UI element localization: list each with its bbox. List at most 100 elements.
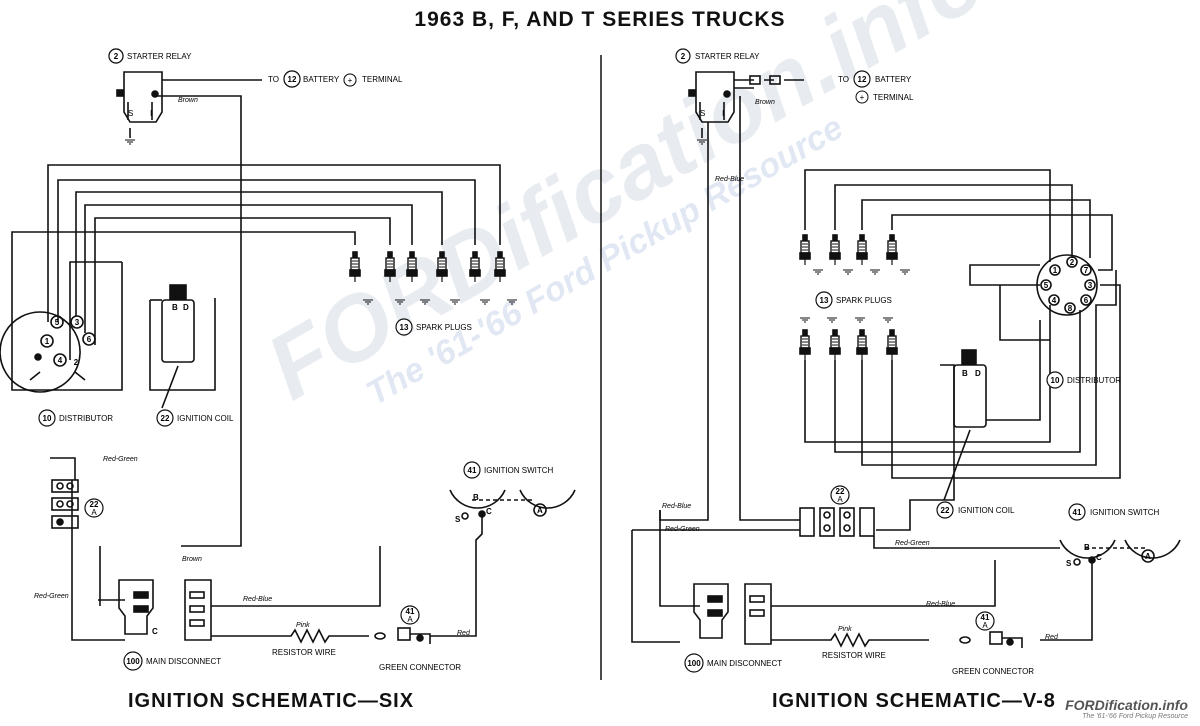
right-conn22a-sub: A — [837, 495, 843, 504]
right-coil-label: IGNITION COIL — [958, 506, 1015, 515]
left-red-green-left: Red-Green — [34, 593, 69, 600]
right-switch-c: C — [1096, 553, 1102, 562]
right-battery-num: 12 — [858, 75, 867, 84]
left-main-disconnect — [118, 579, 212, 641]
right-switch-label: IGNITION SWITCH — [1090, 508, 1160, 517]
corner-logo-main: FORDification.info — [1065, 697, 1188, 713]
left-green-conn-sub: A — [407, 615, 413, 624]
right-conn22a-num: 22 — [836, 487, 845, 496]
left-spark-plugs-num: 13 — [400, 323, 409, 332]
left-battery-label: BATTERY — [303, 75, 340, 84]
left-conn22a-sub: A — [91, 508, 97, 517]
right-green-conn-label: GREEN CONNECTOR — [952, 667, 1034, 676]
right-pink: Pink — [838, 626, 852, 633]
right-red: Red — [1045, 634, 1059, 641]
left-red-green-top: Red-Green — [103, 456, 138, 463]
right-starter-relay — [688, 71, 735, 145]
left-distributor-label: DISTRIBUTOR — [59, 414, 113, 423]
right-relay-s: S — [700, 109, 705, 118]
left-spark-plugs-label: SPARK PLUGS — [416, 323, 472, 332]
left-battery-plus: + — [348, 76, 353, 85]
right-schematic-title: IGNITION SCHEMATIC—V-8 — [772, 690, 1056, 712]
right-ignition-coil — [953, 349, 987, 428]
right-dist-t1: 1 — [1053, 266, 1058, 275]
right-dist-t2: 2 — [1070, 258, 1075, 267]
right-red-blue: Red-Blue — [662, 503, 691, 510]
right-switch-s: S — [1066, 559, 1072, 568]
corner-logo-sub: The '61-'66 Ford Pickup Resource — [1082, 713, 1188, 720]
page-title: 1963 B, F, AND T SERIES TRUCKS — [414, 8, 786, 31]
left-disconnect-label: MAIN DISCONNECT — [146, 657, 221, 666]
left-coil-d: D — [183, 303, 189, 312]
left-dist-t3: 3 — [75, 318, 80, 327]
right-red-blue2: Red-Blue — [926, 601, 955, 608]
left-red: Red — [457, 630, 471, 637]
right-connector-22a — [799, 507, 875, 537]
left-switch-label: IGNITION SWITCH — [484, 466, 554, 475]
left-pink: Pink — [296, 622, 310, 629]
right-starter-relay-label: STARTER RELAY — [695, 52, 760, 61]
right-dist-t4: 4 — [1052, 296, 1057, 305]
right-dist-t7: 7 — [1084, 266, 1089, 275]
left-labels: 2 STARTER RELAY S I TO 12 BATTERY + TERM… — [34, 48, 554, 672]
right-coil-d: D — [975, 369, 981, 378]
right-green-connector — [959, 631, 1023, 648]
left-disconnect-num: 100 — [126, 657, 140, 666]
right-starter-relay-num: 2 — [681, 52, 686, 61]
right-battery-label: BATTERY — [875, 75, 912, 84]
right-spark-plugs-num: 13 — [820, 296, 829, 305]
right-battery-terminal: TERMINAL — [873, 93, 914, 102]
left-red-blue: Red-Blue — [243, 596, 272, 603]
left-green-conn-label: GREEN CONNECTOR — [379, 663, 461, 672]
right-switch-num: 41 — [1073, 508, 1082, 517]
left-dist-t2: 2 — [74, 358, 79, 367]
left-dist-t6: 6 — [87, 335, 92, 344]
left-disconnect-c: C — [152, 627, 158, 636]
right-battery-plus: + — [860, 93, 865, 102]
right-relay-i: I — [722, 109, 724, 118]
left-resistor-label: RESISTOR WIRE — [272, 648, 336, 657]
left-distributor — [0, 311, 96, 393]
left-switch-num: 41 — [468, 466, 477, 475]
left-dist-t5: 5 — [55, 318, 60, 327]
right-switch-a: A — [1145, 552, 1151, 561]
right-resistor-label: RESISTOR WIRE — [822, 651, 886, 660]
right-disconnect-label: MAIN DISCONNECT — [707, 659, 782, 668]
right-main-disconnect — [693, 583, 772, 645]
right-distributor-label: DISTRIBUTOR — [1067, 376, 1121, 385]
left-relay-i: I — [150, 109, 152, 118]
right-distributor-num: 10 — [1051, 376, 1060, 385]
left-switch-s: S — [455, 515, 461, 524]
left-dist-t4: 4 — [58, 356, 63, 365]
left-relay-s: S — [128, 109, 133, 118]
right-coil-b: B — [962, 369, 968, 378]
left-conn22a-num: 22 — [90, 500, 99, 509]
left-schematic — [0, 48, 576, 644]
right-coil-num: 22 — [941, 506, 950, 515]
left-schematic-title: IGNITION SCHEMATIC—SIX — [128, 690, 415, 712]
right-dist-t5: 5 — [1044, 281, 1049, 290]
left-coil-b: B — [172, 303, 178, 312]
right-schematic — [631, 71, 1181, 648]
left-switch-c: C — [486, 507, 492, 516]
right-disconnect-num: 100 — [687, 659, 701, 668]
right-dist-t6: 6 — [1084, 296, 1089, 305]
right-battery-to: TO — [838, 75, 849, 84]
right-labels: 2 STARTER RELAY S I TO 12 BATTERY + TERM… — [662, 48, 1160, 676]
left-brown-label: Brown — [178, 97, 198, 104]
right-red-green2: Red-Green — [895, 540, 930, 547]
left-brown2: Brown — [182, 556, 202, 563]
left-switch-a: A — [537, 506, 543, 515]
corner-logo: FORDification.info The '61-'66 Ford Pick… — [1065, 697, 1188, 720]
left-distributor-num: 10 — [43, 414, 52, 423]
right-red-green: Red-Green — [665, 526, 700, 533]
left-battery-num: 12 — [288, 75, 297, 84]
left-ignition-coil — [161, 284, 195, 363]
left-coil-num: 22 — [161, 414, 170, 423]
left-dist-t1: 1 — [45, 337, 50, 346]
left-starter-relay-label: STARTER RELAY — [127, 52, 192, 61]
left-green-conn-num: 41 — [406, 607, 415, 616]
left-switch-b: B — [473, 493, 479, 502]
right-dist-t3: 3 — [1088, 281, 1093, 290]
